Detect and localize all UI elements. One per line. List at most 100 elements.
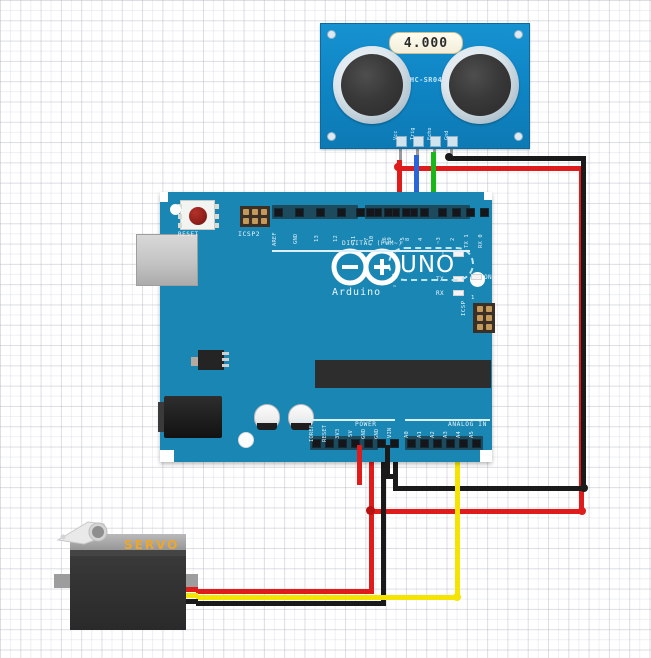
analog-pin-a5[interactable] [472, 439, 481, 448]
servo-mount-ear-right [182, 574, 198, 588]
board-notch-right-bottom [480, 450, 492, 462]
power-pin-vin[interactable] [390, 439, 399, 448]
sensor-display: 4.000 [389, 32, 463, 54]
icsp2-header[interactable] [240, 206, 270, 227]
analog-pin-a3[interactable] [446, 439, 455, 448]
power-pin-gnd2[interactable] [377, 439, 386, 448]
digital-pin-6[interactable] [384, 208, 393, 217]
digital-pin-3[interactable] [438, 208, 447, 217]
ultrasonic-sensor[interactable]: 4.000 HC-SR04 Vcc Trig Echo Gnd [320, 23, 530, 149]
power-label-5v: 5V [348, 430, 354, 437]
wire-dot-red-corner [578, 507, 586, 515]
power-pin-ioref[interactable] [312, 439, 321, 448]
regulator-lead [222, 364, 229, 367]
wire-dot-black-top [445, 153, 453, 161]
uno-oval-outline [388, 247, 474, 281]
power-pin-reset[interactable] [325, 439, 334, 448]
wire-red-servo-vert [369, 509, 374, 594]
icsp1-label: ICSP [461, 300, 467, 316]
digital-header-left[interactable] [272, 205, 358, 219]
power-label-ioref: IOREF [309, 424, 315, 442]
analog-label-a4: A4 [456, 431, 462, 438]
reset-button[interactable] [189, 207, 207, 225]
usb-connector[interactable] [136, 234, 198, 286]
analog-pin-a0[interactable] [407, 439, 416, 448]
sensor-lead-trig-stub [416, 140, 419, 158]
servo-horn[interactable] [54, 518, 120, 548]
regulator-lead [222, 358, 229, 361]
servo-wire-power [186, 587, 198, 592]
analog-label-a5: A5 [469, 431, 475, 438]
servo-mount-ear-left [54, 574, 70, 588]
led-rx [453, 290, 464, 296]
power-section-line [295, 419, 395, 421]
icsp2-pin [243, 218, 249, 224]
wire-blue-trig [414, 155, 419, 217]
icsp1-pin [477, 306, 483, 312]
regulator-lead [222, 352, 229, 355]
sensor-pin-trig[interactable] [413, 136, 424, 147]
icsp1-header[interactable] [473, 303, 495, 333]
analog-label-a1: A1 [417, 431, 423, 438]
analog-pin-a4[interactable] [459, 439, 468, 448]
sensor-lead-vcc-stub [399, 140, 402, 163]
sensor-pin-gnd[interactable] [447, 136, 458, 147]
icsp2-pin [261, 209, 267, 215]
digital-pin-11[interactable] [356, 208, 365, 217]
analog-pin-a2[interactable] [433, 439, 442, 448]
digital-pin-5[interactable] [402, 208, 411, 217]
digital-pin-4[interactable] [420, 208, 429, 217]
digital-pin-aref[interactable] [274, 208, 283, 217]
mount-hole [514, 132, 523, 141]
icsp2-label: ICSP2 [238, 230, 261, 238]
reset-tab [215, 214, 219, 219]
power-section-label: POWER [355, 421, 377, 428]
mounting-hole-bottom-left [238, 432, 254, 448]
power-pin-3v3[interactable] [338, 439, 347, 448]
mount-hole [327, 30, 336, 39]
sensor-pin-label-gnd: Gnd [444, 130, 450, 140]
digital-pin-rx0[interactable] [480, 208, 489, 217]
sensor-pin-vcc[interactable] [396, 136, 407, 147]
servo-motor[interactable]: SERVO [54, 521, 198, 630]
servo-case [70, 550, 186, 630]
digital-pin-gnd[interactable] [295, 208, 304, 217]
wire-green-echo [431, 152, 436, 217]
analog-pin-a1[interactable] [420, 439, 429, 448]
digital-pin-7[interactable] [366, 208, 375, 217]
reset-tab [215, 223, 219, 228]
digital-pin-tx1[interactable] [466, 208, 475, 217]
digital-pin-12[interactable] [337, 208, 346, 217]
led-l-label: L [442, 251, 447, 258]
uno-wordmark: UNO [400, 252, 456, 278]
digital-label-12: 12 [333, 235, 339, 242]
analog-label-a0: A0 [404, 431, 410, 438]
power-pin-5v[interactable] [351, 439, 360, 448]
digital-label-tx1: TX 1 [464, 234, 470, 248]
wire-red-vcc-horiz-top [397, 166, 584, 171]
power-jack[interactable] [164, 396, 222, 438]
icsp1-pin [486, 306, 492, 312]
power-pin-gnd1[interactable] [364, 439, 373, 448]
digital-pin-13[interactable] [316, 208, 325, 217]
digital-pin-2[interactable] [452, 208, 461, 217]
wire-black-servo-horiz [196, 601, 386, 606]
mount-hole [514, 30, 523, 39]
arduino-uno-board[interactable]: RESET ICSP2 ICSP 1 L TX RX [136, 192, 495, 462]
wire-red-bottom-horiz [369, 509, 584, 514]
wire-black-lower-horiz [393, 486, 586, 491]
wire-dot-yellow-corner [453, 593, 461, 601]
sensor-pin-echo[interactable] [430, 136, 441, 147]
icsp1-pin [477, 315, 483, 321]
icsp2-pin [252, 209, 258, 215]
digital-label-13: 13 [314, 235, 320, 242]
transmitter-transducer [333, 46, 411, 124]
wire-dot-black-corner [580, 484, 588, 492]
voltage-regulator [198, 350, 229, 370]
analog-section-line [405, 419, 490, 421]
regulator-pad [191, 357, 200, 366]
reset-button-pad[interactable] [178, 200, 219, 230]
power-jack-barrel [158, 402, 168, 432]
analog-label-a2: A2 [430, 431, 436, 438]
digital-label-4: 4 [418, 237, 424, 241]
